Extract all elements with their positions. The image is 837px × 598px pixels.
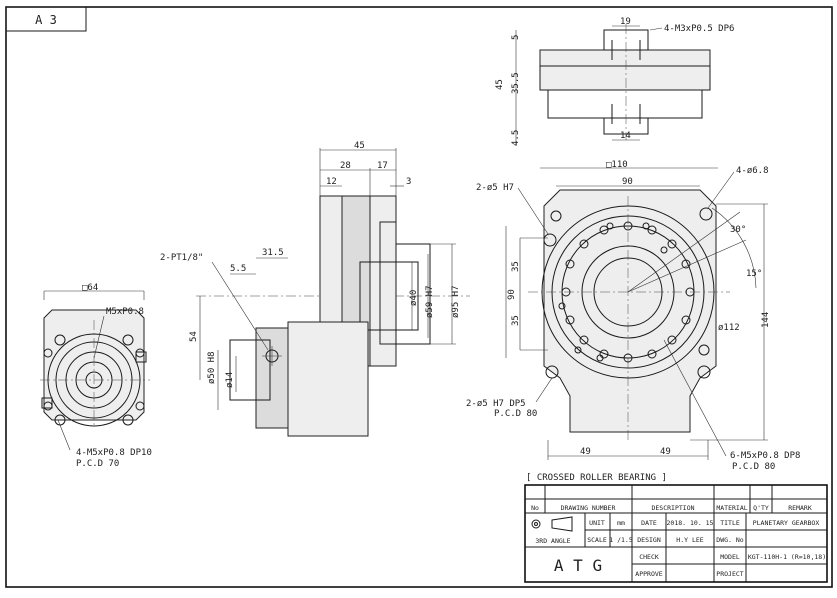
dim-35-b: 35 [511, 315, 521, 326]
front-thread-bottom-pcd: P.C.D 80 [732, 462, 775, 472]
dim-28: 28 [340, 161, 351, 171]
dim-14: 14 [620, 131, 631, 141]
front-flange-body [543, 189, 717, 433]
left-square-dim: □64 [82, 283, 98, 293]
dim-5: 5 [511, 35, 521, 40]
left-bolt-hole [122, 334, 134, 346]
dim-4-5: 4.5 [511, 130, 521, 146]
angle-15: 15° [746, 269, 762, 279]
dim-144: 144 [761, 312, 771, 328]
front-bolt-hole [699, 207, 713, 221]
unit-label: UNIT [589, 519, 605, 527]
dim-d14: ø14 [225, 372, 235, 388]
model-value: KGT-110H-1 (R=10,18) [748, 553, 826, 561]
housing-section [287, 321, 369, 437]
dim-d50-h8: ø50 H8 [207, 351, 217, 384]
dim-54: 54 [189, 331, 199, 342]
front-bolt-circle-holes [558, 221, 695, 363]
dim-45: 45 [354, 141, 365, 151]
title-label: TITLE [720, 519, 740, 527]
dim-17: 17 [377, 161, 388, 171]
front-hole-bottom-pcd: P.C.D 80 [494, 409, 537, 419]
scale-value: 1 /1.5 [609, 536, 633, 544]
section-title: [ CROSSED ROLLER BEARING ] [526, 473, 667, 483]
projection-label: 3RD ANGLE [535, 537, 570, 545]
left-pcd-note: P.C.D 70 [76, 459, 119, 469]
left-bolt-hole [122, 414, 134, 426]
dim-90-height: 90 [507, 289, 517, 300]
dim-3: 3 [406, 177, 411, 187]
dim-19: 19 [620, 17, 631, 27]
dim-d112: ø112 [718, 323, 740, 333]
projection-symbol [531, 516, 573, 532]
dim-90-width: 90 [622, 177, 633, 187]
top-view: 19 4-M3xP0.5 DP6 5 45 35.5 4.5 14 [495, 17, 734, 146]
front-bolt-hole [697, 365, 711, 379]
dim-45-top: 45 [495, 79, 505, 90]
front-thread-bottom-note: 6-M5xP0.8 DP8 [730, 451, 800, 461]
sheet-size-box [5, 6, 87, 32]
dim-35-a: 35 [511, 261, 521, 272]
approve-label: APPROVE [635, 570, 662, 578]
front-view: □110 [466, 160, 800, 472]
side-view: 45 28 17 12 3 31.5 5.5 2-PT1/8" 54 ø50 H… [160, 141, 470, 437]
model-label: MODEL [720, 553, 740, 561]
company-logo-text: A T G [554, 556, 602, 575]
front-hole-bottom-note: 2-ø5 H7 DP5 [466, 399, 526, 409]
scale-label: SCALE [587, 536, 607, 544]
col-drawing-number: DRAWING NUMBER [561, 504, 616, 512]
dwg-label: DWG. No [716, 536, 743, 544]
date-value: 2018. 10. 15 [667, 519, 714, 527]
left-thread-note: M5xP0.8 [106, 307, 144, 317]
left-view: □64 M5xP0.8 4-M5xP0.8 DP10 P.C.D 70 [40, 283, 152, 469]
left-bolt-hole [54, 334, 66, 346]
title-value: PLANETARY GEARBOX [753, 519, 820, 527]
col-description: DESCRIPTION [651, 504, 694, 512]
dim-49-b: 49 [660, 447, 671, 457]
date-label: DATE [641, 519, 657, 527]
dim-d40: ø40 [409, 290, 419, 306]
col-material: MATERIAL [716, 504, 747, 512]
dim-49-a: 49 [580, 447, 591, 457]
dim-d59-h7: ø59 H7 [425, 285, 435, 318]
dim-12: 12 [326, 177, 337, 187]
dim-31-5: 31.5 [262, 248, 284, 258]
top-thread-note: 4-M3xP0.5 DP6 [664, 24, 734, 34]
front-hole-right-note: 4-ø6.8 [736, 166, 769, 176]
top-view-body [539, 49, 711, 91]
col-qty: Q'TY [753, 504, 769, 512]
port-note: 2-PT1/8" [160, 253, 203, 263]
col-no: No [531, 504, 539, 512]
title-block: No DRAWING NUMBER DESCRIPTION MATERIAL Q… [524, 484, 828, 583]
sheet-size-label: A 3 [35, 13, 57, 27]
unit-value: mm [617, 519, 625, 527]
design-label: DESIGN [637, 536, 661, 544]
project-label: PROJECT [716, 570, 743, 578]
front-pin-hole [543, 233, 557, 247]
sheet-border [5, 6, 833, 588]
front-hole-top-note: 2-ø5 H7 [476, 183, 514, 193]
front-square-dim: □110 [606, 160, 628, 170]
angle-30: 30° [730, 225, 746, 235]
left-mount-note: 4-M5xP0.8 DP10 [76, 448, 152, 458]
design-value: H.Y LEE [676, 536, 703, 544]
check-label: CHECK [639, 553, 659, 561]
dim-35-5: 35.5 [511, 72, 521, 94]
dim-5-5: 5.5 [230, 264, 246, 274]
dim-d95-h7: ø95 H7 [451, 285, 461, 318]
col-remark: REMARK [788, 504, 812, 512]
